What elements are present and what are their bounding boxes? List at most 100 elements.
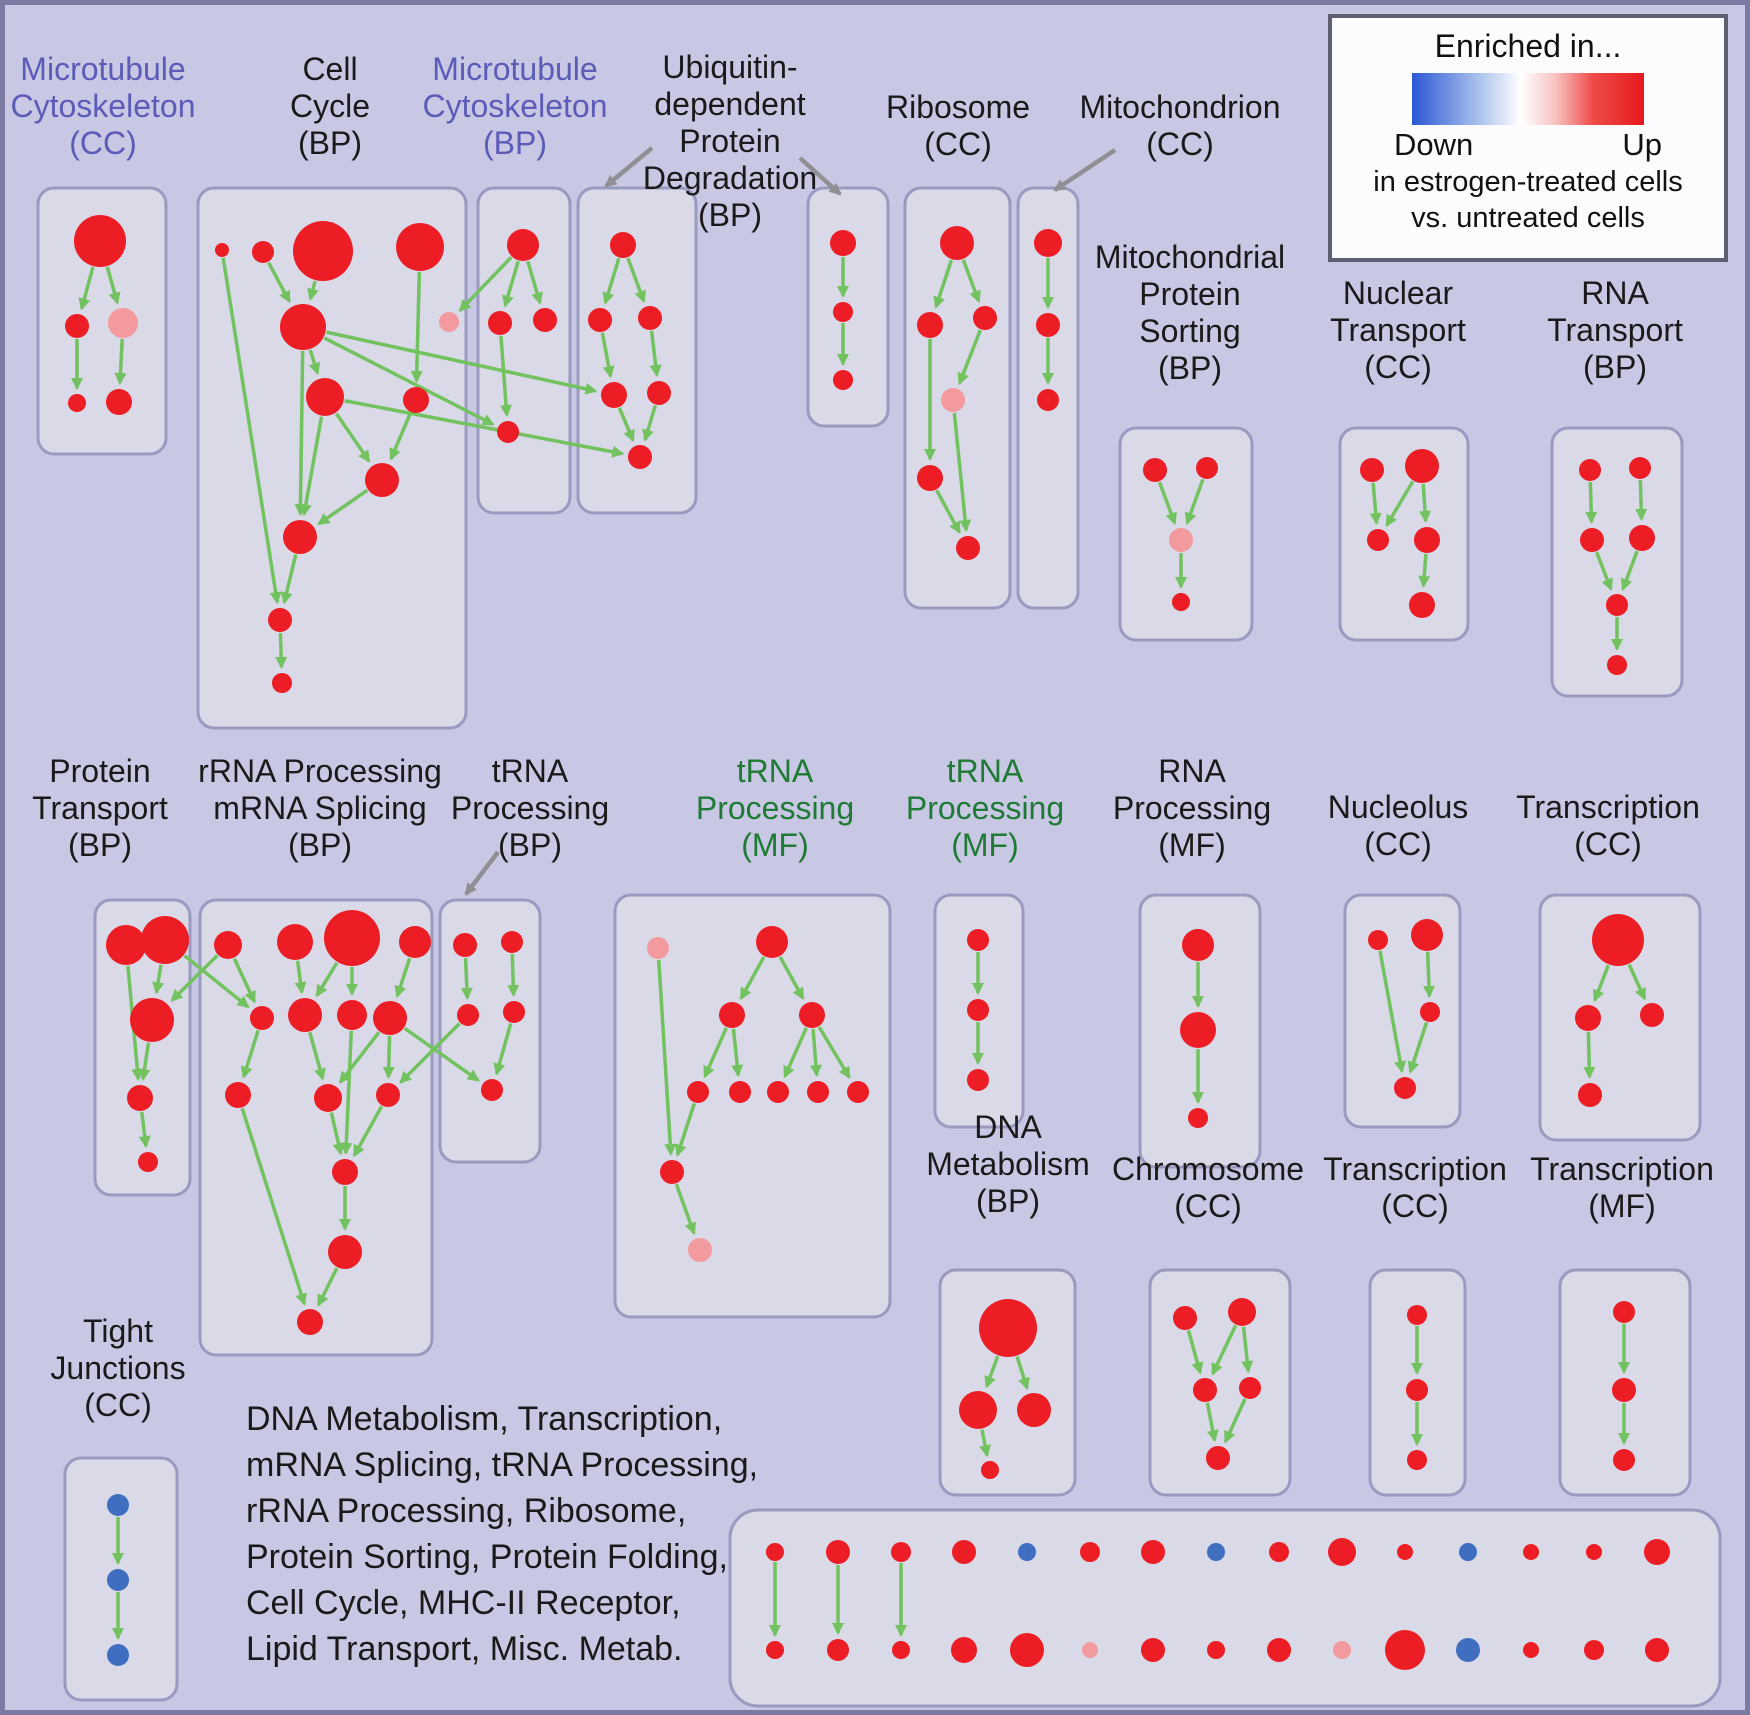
go-term-node <box>1367 529 1389 551</box>
cluster-box-trna-processing-mf <box>613 893 892 1319</box>
edge-arrow <box>1184 478 1205 525</box>
edge-arrow <box>626 257 646 303</box>
go-term-node <box>1141 1638 1165 1662</box>
go-term-node <box>1206 1446 1230 1470</box>
edge-arrow <box>315 961 339 998</box>
go-term-node <box>1182 929 1214 961</box>
edge-arrow <box>979 1429 991 1458</box>
go-term-node <box>941 388 965 412</box>
cluster-label-mitochondrion-cc: Mitochondrion(CC) <box>1080 89 1281 162</box>
go-term-node <box>827 1639 849 1661</box>
go-term-node <box>1267 1638 1291 1662</box>
go-term-node <box>268 608 292 632</box>
edge-arrow <box>1186 1330 1204 1375</box>
go-term-node <box>141 916 189 964</box>
edge-arrow <box>502 260 520 308</box>
edge-arrow <box>334 412 371 463</box>
go-term-node <box>1082 1642 1098 1658</box>
misc-caption-line: Lipid Transport, Misc. Metab. <box>246 1630 683 1668</box>
edge-arrow <box>507 953 520 998</box>
edge-arrow <box>410 271 423 384</box>
go-term-node <box>481 1079 503 1101</box>
go-term-node <box>1586 1544 1602 1560</box>
go-term-node <box>1580 528 1604 552</box>
edge-arrow <box>739 956 766 1001</box>
go-term-node <box>1172 593 1190 611</box>
edge-arrow <box>657 959 677 1157</box>
go-term-node <box>1010 1633 1044 1667</box>
go-term-node <box>283 520 317 554</box>
edge-arrow <box>674 1183 697 1235</box>
edge-arrow <box>1627 963 1647 1001</box>
go-term-node <box>799 1002 825 1028</box>
go-term-node <box>277 924 313 960</box>
edge-arrow <box>1385 480 1415 528</box>
edge-arrow <box>138 1042 151 1082</box>
edge-arrow <box>308 349 321 376</box>
go-term-node <box>1328 1538 1356 1566</box>
go-term-node <box>892 1641 910 1659</box>
go-term-node <box>766 1641 784 1659</box>
go-term-node <box>214 931 242 959</box>
edge-arrow <box>326 330 598 395</box>
edge-arrow <box>240 1107 307 1306</box>
edge-arrow <box>294 960 307 995</box>
go-term-node <box>1360 458 1384 482</box>
go-term-node <box>967 1069 989 1091</box>
legend-down-label: Down <box>1394 127 1474 162</box>
go-term-node <box>108 308 138 338</box>
edge-arrow <box>307 280 319 301</box>
go-term-node <box>1169 528 1193 552</box>
edge-arrow <box>809 1028 822 1078</box>
go-term-node <box>1629 457 1651 479</box>
edge-arrow <box>1205 1402 1219 1443</box>
edge-arrow <box>240 1029 260 1079</box>
edge-arrow <box>294 350 307 517</box>
go-term-node <box>1579 459 1601 481</box>
go-term-node <box>767 1081 789 1103</box>
cluster-box-nucleolus-cc <box>1343 893 1462 1129</box>
go-term-node <box>1193 1378 1217 1402</box>
edge-arrow <box>493 1023 513 1076</box>
go-term-node <box>1409 592 1435 618</box>
cluster-box-transcription-cc <box>1538 893 1702 1142</box>
edge-arrow <box>138 1111 151 1149</box>
go-term-node <box>501 931 523 953</box>
go-term-node <box>250 1006 274 1030</box>
misc-caption-line: Cell Cycle, MHC-II Receptor, <box>246 1584 681 1622</box>
go-term-node <box>959 1391 997 1429</box>
edges-layer <box>71 256 1648 1640</box>
misc-caption-line: mRNA Splicing, tRNA Processing, <box>246 1446 759 1484</box>
edge-arrow <box>1595 551 1613 591</box>
go-term-node <box>1143 458 1167 482</box>
go-term-node <box>107 1569 129 1591</box>
go-term-node <box>973 306 997 330</box>
edge-arrow <box>221 257 282 605</box>
edge-arrow <box>344 399 625 458</box>
go-term-node <box>1459 1543 1477 1561</box>
go-term-node <box>453 933 477 957</box>
go-term-node <box>967 999 989 1021</box>
edge-arrow <box>935 489 961 534</box>
go-term-node <box>1407 1450 1427 1470</box>
edge-arrow <box>280 554 298 605</box>
go-term-node <box>130 998 174 1042</box>
cluster-box-misc-clusters <box>728 1508 1722 1708</box>
edge-arrow <box>617 407 635 443</box>
go-term-node <box>638 306 662 330</box>
edge-arrow <box>275 632 288 670</box>
edge-arrow <box>352 1105 384 1158</box>
edge-arrow <box>817 1026 851 1080</box>
go-term-node <box>507 229 539 261</box>
go-term-node <box>1269 1542 1289 1562</box>
legend-box: Enriched in... Down Up in estrogen-treat… <box>1328 14 1728 262</box>
go-term-node <box>1613 1449 1635 1471</box>
edge-arrow <box>649 330 662 378</box>
legend-title: Enriched in... <box>1434 28 1622 64</box>
